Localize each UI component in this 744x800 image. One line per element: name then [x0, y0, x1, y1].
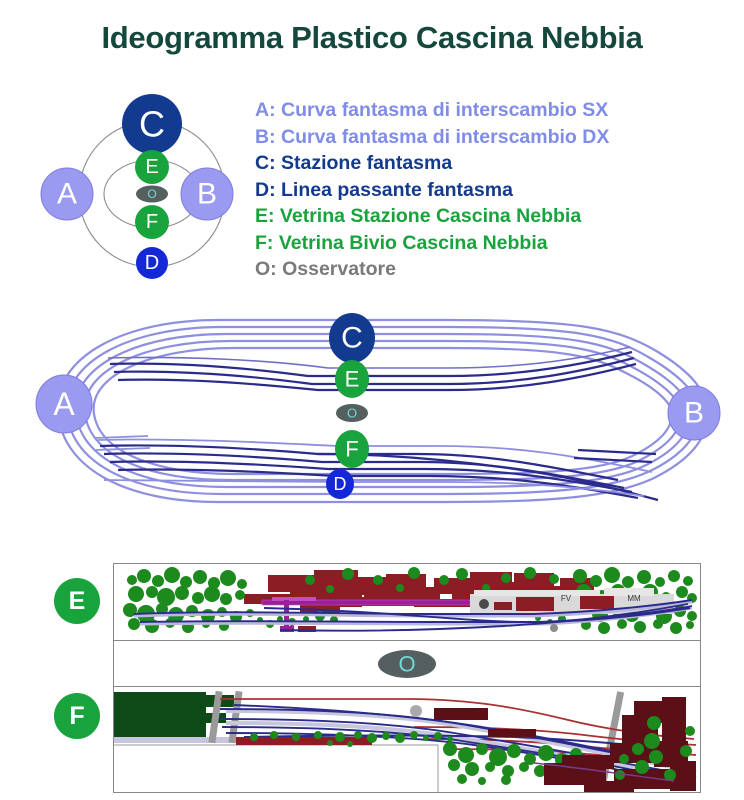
schematic-node-d: D — [136, 247, 168, 279]
schematic-label-c: C — [139, 104, 165, 145]
panel-marker-e: E — [54, 578, 100, 624]
station-tracks — [133, 599, 693, 632]
legend-key-c: C: — [255, 152, 276, 174]
loop-node-c: C — [329, 313, 375, 363]
schematic-node-c: C — [122, 94, 182, 154]
bivio-scenery-right — [615, 716, 695, 781]
schematic-diagram: A B C E O F D — [22, 86, 237, 291]
loop-label-d: D — [334, 474, 347, 494]
bivio-signal-dot — [410, 705, 422, 717]
legend-key-a: A: — [255, 99, 276, 121]
platform-label-mm: MM — [627, 594, 641, 603]
loop-label-f: F — [345, 437, 358, 462]
legend-text-b: Curva fantasma di interscambio DX — [281, 125, 610, 148]
loop-label-c: C — [341, 322, 363, 355]
loop-label-b: B — [684, 397, 704, 430]
schematic-label-d: D — [145, 252, 159, 274]
legend-text-d: Linea passante fantasma — [281, 178, 513, 201]
bivio-showcase-panel — [113, 686, 701, 793]
legend-item-e: E: Vetrina Stazione Cascina Nebbia — [255, 203, 725, 230]
schematic-node-b: B — [180, 167, 234, 221]
loop-node-d: D — [326, 469, 354, 499]
schematic-label-e: E — [145, 156, 158, 178]
loop-node-a: A — [35, 374, 93, 434]
legend-item-a: A: Curva fantasma di interscambio SX — [255, 97, 725, 124]
schematic-node-e: E — [135, 150, 169, 184]
right-stub-tracks — [573, 448, 657, 464]
embankment-left — [236, 737, 372, 745]
legend-item-f: F: Vetrina Bivio Cascina Nebbia — [255, 230, 725, 257]
legend-text-e: Vetrina Stazione Cascina Nebbia — [279, 205, 582, 227]
schematic-node-a: A — [40, 167, 94, 221]
schematic-label-o: O — [147, 187, 156, 201]
legend-key-o: O: — [255, 258, 277, 280]
legend-item-b: B: Curva fantasma di interscambio DX — [255, 124, 725, 151]
yard-area — [114, 692, 206, 740]
legend-item-c: C: Stazione fantasma — [255, 150, 725, 177]
legend-text-a: Curva fantasma di interscambio SX — [281, 99, 609, 121]
station-showcase-panel: FV MM — [113, 563, 701, 642]
schematic-node-f: F — [135, 205, 169, 239]
observer-panel: O — [113, 640, 701, 688]
legend-key-f: F: — [255, 231, 274, 254]
legend: A: Curva fantasma di interscambio SX B: … — [255, 97, 725, 283]
ghost-loop-tracks — [56, 318, 710, 504]
legend-text-o: Osservatore — [282, 258, 396, 280]
legend-key-d: D: — [255, 178, 276, 201]
upper-light-tracks — [107, 346, 631, 369]
legend-item-d: D: Linea passante fantasma — [255, 177, 725, 204]
loop-node-f: F — [335, 430, 369, 468]
platform-marker-dot — [479, 599, 489, 609]
loop-track-diagram: A B C E O F D — [18, 302, 728, 542]
bivio-scenery-mid — [250, 731, 453, 747]
loop-node-b: B — [667, 385, 721, 441]
legend-key-e: E: — [255, 205, 275, 227]
bivio-buildings-right — [544, 697, 696, 792]
platform-label-fv: FV — [561, 594, 572, 603]
schematic-label-f: F — [146, 211, 158, 233]
legend-key-b: B: — [255, 125, 276, 148]
schematic-label-b: B — [197, 178, 217, 211]
schematic-label-a: A — [57, 178, 77, 211]
page-title: Ideogramma Plastico Cascina Nebbia — [101, 20, 643, 55]
loop-node-e: E — [335, 360, 369, 398]
legend-text-f: Vetrina Bivio Cascina Nebbia — [278, 231, 548, 254]
loop-label-a: A — [53, 386, 75, 422]
station-signal-dot — [550, 624, 558, 632]
upper-dark-tracks — [109, 350, 637, 392]
observer-icon: O — [378, 649, 436, 679]
legend-item-o: O: Osservatore — [255, 256, 725, 283]
scenery-mid — [305, 567, 559, 593]
station-platform — [470, 588, 674, 614]
left-stub-tracks — [93, 435, 151, 451]
bivio-purple-line — [533, 762, 675, 782]
loop-label-o: O — [347, 406, 357, 421]
loop-node-o: O — [336, 404, 368, 422]
schematic-node-o: O — [136, 185, 168, 203]
panel-marker-f: F — [54, 693, 100, 739]
switch-ladders-left — [208, 690, 243, 744]
loop-label-e: E — [345, 367, 360, 392]
legend-text-c: Stazione fantasma — [281, 152, 453, 174]
observer-label: O — [398, 652, 415, 677]
